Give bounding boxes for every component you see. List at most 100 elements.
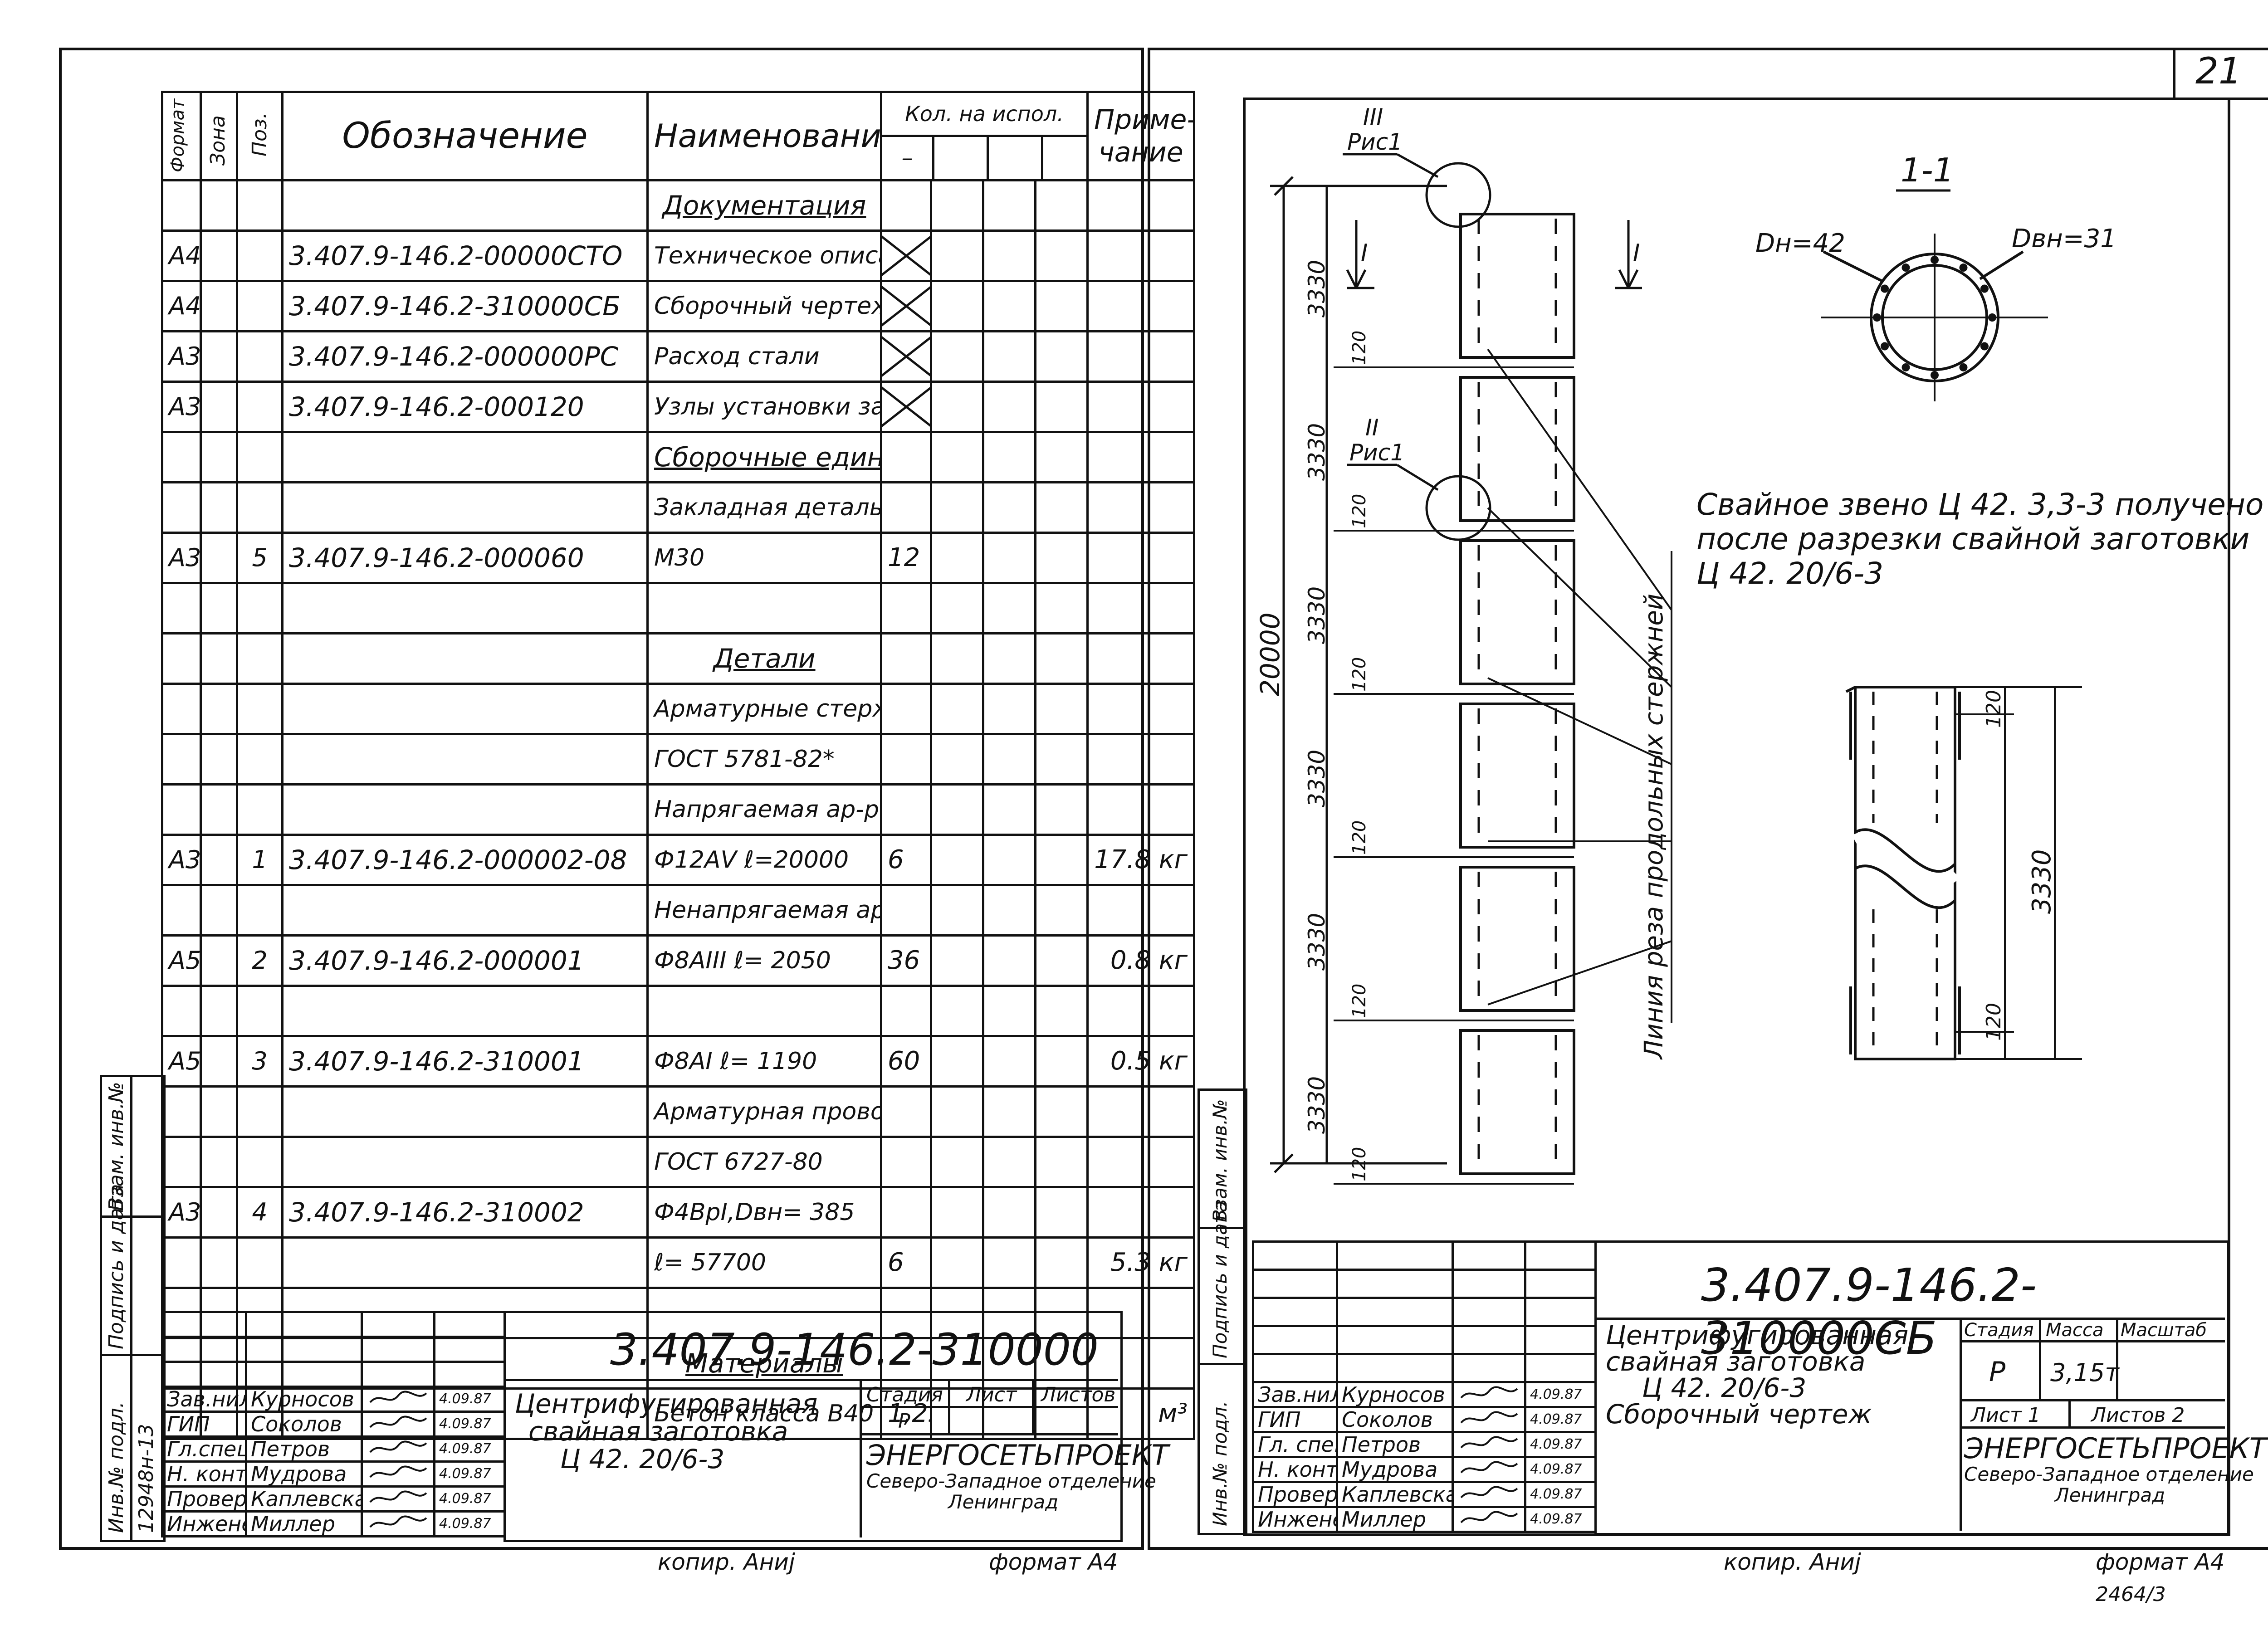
spec-format-cell: А4 — [161, 229, 202, 282]
pile-segment — [1459, 1029, 1575, 1175]
stamp-signature — [1452, 1406, 1526, 1433]
spec-note-cell — [1086, 532, 1195, 584]
spec-note-cell — [1086, 280, 1195, 332]
spec-format-cell — [161, 985, 202, 1037]
spec-qty-empty-cell — [982, 1085, 1036, 1138]
stamp-person: Курносов — [245, 1386, 363, 1413]
stamp-signature — [361, 1460, 435, 1488]
rebar-dot — [1980, 284, 1989, 293]
spec-qty-empty-cell — [1034, 783, 1089, 836]
stamp-role-row: ПроверилКаплевская4.09.87 — [1252, 1481, 1597, 1508]
spec-qty-empty-cell — [930, 733, 984, 786]
spec-qty-empty-cell — [930, 179, 984, 232]
spec-qty-cell — [880, 1085, 932, 1138]
spec-name-cell: Сборочные единицы — [646, 431, 882, 483]
spec-pos-cell — [236, 632, 284, 685]
stamp-role-row: ИнженерМиллер4.09.87 — [161, 1510, 506, 1537]
spec-qty-empty-cell — [1034, 1287, 1089, 1339]
spec-qty-empty-cell — [1034, 1085, 1089, 1138]
stamp-person: Соколов — [1336, 1406, 1454, 1433]
right-mass-value: 3,15т — [2050, 1358, 2119, 1387]
right-stage-value: Р — [1989, 1356, 2006, 1388]
stamp-role: Зав.нил.кэо — [161, 1386, 247, 1413]
spec-designation-cell: 3.407.9-146.2-00000СТО — [281, 229, 649, 282]
stamp-role: Провер. — [161, 1485, 247, 1513]
spec-qty-empty-cell — [982, 1136, 1036, 1188]
spec-qty-empty-cell — [1034, 381, 1089, 433]
spec-format-cell: А5 — [161, 1035, 202, 1088]
spec-note-cell — [1086, 1136, 1195, 1188]
left-inv-value: 12948н-13 — [135, 1424, 158, 1533]
spec-pos-cell — [236, 985, 284, 1037]
spec-row: ГОСТ 5781-82* — [161, 733, 1195, 786]
stamp-role: Зав.нилкэо — [1252, 1381, 1338, 1408]
spec-qty-empty-cell — [1034, 834, 1089, 886]
callout-ii-ref: Рис1 — [1349, 439, 1405, 466]
spec-row: Документация — [161, 179, 1195, 232]
detail-gap-top: 120 — [1982, 690, 2005, 728]
stamp-role: Инженер — [1252, 1506, 1338, 1533]
spec-qty-empty-cell — [930, 431, 984, 483]
stamp-role-row: Зав.нилкэоКурносов4.09.87 — [1252, 1381, 1597, 1408]
spec-row: Напрягаемая ар-ра — [161, 783, 1195, 836]
spec-qty-cell: 6 — [880, 1236, 932, 1289]
stamp-date: 4.09.87 — [1524, 1481, 1597, 1508]
spec-designation-cell — [281, 683, 649, 735]
right-sheet: Лист 1 — [1971, 1404, 2041, 1427]
spec-qty-cell: 6 — [880, 834, 932, 886]
callout-iii-ref: Рис1 — [1347, 129, 1403, 155]
right-footer-archive: 2464/3 — [2096, 1583, 2166, 1606]
spec-row: ГОСТ 6727-80 — [161, 1136, 1195, 1188]
spec-qty-cell — [880, 1136, 932, 1188]
stamp-empty-row — [161, 1361, 506, 1388]
stamp-role: Проверил — [1252, 1481, 1338, 1508]
spec-note-cell — [1086, 330, 1195, 383]
segment-length-dim: 3330 — [1304, 586, 1330, 644]
spec-format-cell — [161, 1136, 202, 1188]
spec-qty-empty-cell — [930, 934, 984, 987]
stamp-empty-row — [1252, 1269, 1597, 1299]
spec-qty-empty-cell — [1034, 1186, 1089, 1239]
spec-qty-cell: 60 — [880, 1035, 932, 1088]
left-sheets-label: Листов — [1041, 1383, 1116, 1406]
spec-name-cell: Арматурные стержни — [646, 683, 882, 735]
rebar-dot — [1931, 256, 1939, 264]
qty-dash: – — [884, 137, 934, 178]
gap-dim: 120 — [1349, 494, 1370, 528]
spec-zone-cell — [200, 330, 238, 383]
left-stage-value: Р — [898, 1410, 910, 1433]
spec-format-cell — [161, 1085, 202, 1138]
spec-zone-cell — [200, 431, 238, 483]
spec-note-cell — [1086, 783, 1195, 836]
right-footer-format: формат А4 — [2096, 1549, 2225, 1575]
stamp-role: Н. контр — [1252, 1456, 1338, 1483]
spec-qty-empty-cell — [1034, 280, 1089, 332]
stamp-date: 4.09.87 — [1524, 1381, 1597, 1408]
col-zone-header: Зона — [200, 91, 238, 181]
stamp-date: 4.09.87 — [433, 1510, 506, 1537]
spec-designation-cell — [281, 1085, 649, 1138]
spec-name-cell: Ф12АV ℓ=20000 — [646, 834, 882, 886]
spec-note-cell — [1086, 632, 1195, 685]
spec-qty-empty-cell — [1034, 179, 1089, 232]
spec-pos-cell — [236, 179, 284, 232]
spec-qty-empty-cell — [930, 1186, 984, 1239]
spec-note-cell — [1086, 179, 1195, 232]
spec-zone-cell — [200, 1186, 238, 1239]
spec-note-cell — [1086, 229, 1195, 282]
spec-note-cell — [1086, 1085, 1195, 1138]
stamp-signature — [361, 1410, 435, 1438]
left-title-block: Зав.нил.кэоКурносов4.09.87ГИПСоколов4.09… — [161, 1311, 1169, 1542]
spec-zone-cell — [200, 532, 238, 584]
spec-qty-cell — [880, 683, 932, 735]
stamp-signature — [1452, 1456, 1526, 1483]
spec-designation-cell: 3.407.9-146.2-000120 — [281, 381, 649, 433]
left-stamp-title: Центрифугированная свайная заготовка Ц 4… — [515, 1388, 818, 1474]
spec-qty-empty-cell — [1034, 733, 1089, 786]
